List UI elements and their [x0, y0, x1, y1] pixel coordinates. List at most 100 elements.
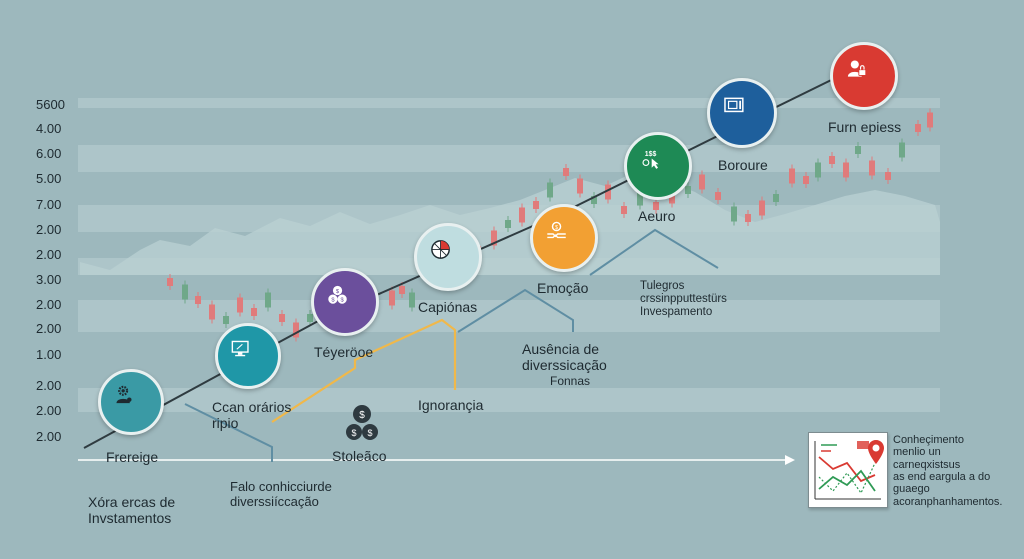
svg-text:1$$: 1$$ — [645, 151, 657, 158]
candle-body — [745, 214, 751, 222]
candle-body — [773, 194, 779, 202]
y-tick-label: 4.00 — [36, 121, 62, 136]
y-tick-label: 2.00 — [36, 247, 62, 262]
candle-body — [885, 172, 891, 180]
y-tick-label: 1.00 — [36, 347, 62, 362]
milestone-label-4: Capiónas — [418, 299, 478, 315]
blue-path-1 — [184, 403, 273, 462]
y-tick-label: 2.00 — [36, 222, 62, 237]
y-tick-label: 2.00 — [36, 429, 62, 444]
candle-body — [915, 124, 921, 132]
svg-text:$: $ — [340, 297, 344, 303]
money-bag-stack-icon: $ $ $ — [345, 402, 379, 442]
candle-body — [399, 286, 405, 294]
y-tick-label: 2.00 — [36, 378, 62, 393]
y-tick-label: 2.00 — [36, 321, 62, 336]
milestone-node-2 — [215, 323, 281, 389]
compass-icon — [429, 238, 467, 276]
annotation-tulegros: Tulegros crssinpputtestürs Invespamento — [640, 280, 727, 319]
candle-body — [815, 162, 821, 178]
candle-body — [307, 314, 313, 322]
candle-body — [223, 316, 229, 324]
candle-body — [237, 297, 243, 313]
candle-body — [637, 190, 643, 206]
candle-body — [803, 176, 809, 184]
milestone-node-5: $ — [530, 204, 598, 272]
svg-text:$: $ — [367, 428, 372, 438]
annotation-lack-knowledge: Falo conhicciurde diverssiíccação — [230, 479, 332, 509]
candle-body — [927, 112, 933, 128]
milestone-node-6: 1$$ — [624, 132, 692, 200]
candle-body — [715, 192, 721, 200]
location-pin-icon — [867, 439, 885, 465]
knowledge-chart-card — [808, 432, 888, 508]
candle-body — [759, 200, 765, 216]
y-tick-label: 6.00 — [36, 146, 62, 161]
candle-body — [621, 206, 627, 214]
person-lock-icon — [845, 57, 883, 95]
y-tick-label: 7.00 — [36, 197, 62, 212]
candle-body — [167, 278, 173, 286]
money-gears-icon: $ — [545, 219, 583, 257]
svg-text:$: $ — [331, 297, 335, 303]
candle-body — [491, 230, 497, 246]
safe-icon — [722, 93, 762, 133]
y-tick-label: 2.00 — [36, 403, 62, 418]
orange-path — [271, 318, 457, 423]
svg-text:$: $ — [359, 410, 365, 421]
candle-body — [685, 186, 691, 194]
candle-body — [505, 220, 511, 228]
candle-body — [547, 182, 553, 198]
grid-band — [78, 300, 940, 332]
milestone-label-6: Aeuro — [638, 208, 676, 224]
annotation-fonnas: Fonnas — [550, 374, 591, 388]
annotation-absence-diversification: Ausência de diverssicação — [522, 341, 607, 374]
milestone-label-5: Emoção — [537, 280, 589, 296]
candle-body — [829, 156, 835, 164]
candle-body — [195, 296, 201, 304]
candle-body — [563, 168, 569, 176]
milestone-node-8 — [830, 42, 898, 110]
candle-body — [209, 304, 215, 320]
blue-path-3 — [589, 228, 719, 276]
candle-body — [869, 160, 875, 176]
candle-body — [731, 206, 737, 222]
candle-body — [279, 314, 285, 322]
y-tick-label: 3.00 — [36, 272, 62, 287]
monitor-icon — [229, 337, 266, 374]
annotation-ignorance: Ignorançia — [418, 397, 484, 413]
grid-band — [78, 388, 940, 412]
gear-person-icon — [112, 383, 149, 420]
milestone-label-2: Ccan orários ripio — [212, 399, 292, 432]
candle-body — [899, 142, 905, 158]
candle-body — [533, 201, 539, 209]
candle-body — [843, 162, 849, 178]
money-cursor-icon: 1$$ — [639, 147, 677, 185]
y-tick-label: 5600 — [36, 97, 65, 112]
annotation-investments: Xóra ercas de Invstamentos — [88, 494, 176, 527]
candle-body — [251, 308, 257, 316]
milestone-label-7: Boroure — [718, 157, 768, 173]
milestone-label-1: Frereige — [106, 449, 159, 465]
candle-body — [605, 184, 611, 200]
svg-text:$: $ — [336, 289, 340, 295]
grid-band — [78, 145, 940, 172]
milestone-node-4 — [414, 223, 482, 291]
candle-body — [591, 196, 597, 204]
candle-body — [265, 292, 271, 308]
candle-body — [409, 292, 415, 308]
y-tick-label: 5.00 — [36, 171, 62, 186]
milestone-node-7 — [707, 78, 777, 148]
money-bags-icon: $$$ — [326, 283, 364, 321]
candle-body — [789, 168, 795, 184]
annotation-knowledge: Conheçimento menlio un carneqxistsus as … — [893, 434, 1003, 508]
candle-body — [577, 178, 583, 194]
annotation-stoleaco: Stoleãco — [332, 448, 387, 464]
svg-text:$: $ — [555, 225, 558, 231]
candle-body — [855, 146, 861, 154]
candle-body — [389, 290, 395, 306]
candle-body — [182, 284, 188, 300]
candle-body — [519, 207, 525, 223]
